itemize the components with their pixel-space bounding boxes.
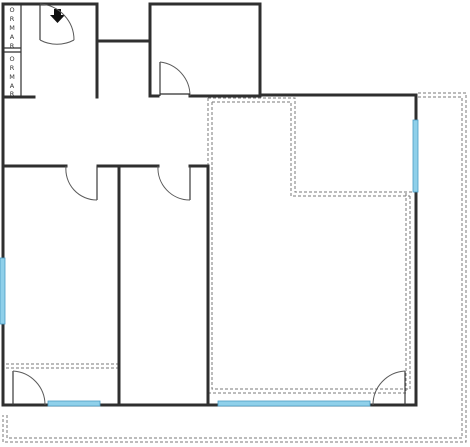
wardrobe-label-2: O R M A R — [9, 55, 15, 98]
living-area-dashed-zone — [207, 97, 416, 394]
window-bottom-living — [217, 400, 371, 407]
window-living-right — [412, 119, 419, 193]
wardrobe-letter: M — [9, 73, 15, 81]
bedroom-2-door[interactable] — [157, 165, 191, 201]
wardrobe-letter: O — [9, 6, 14, 14]
wardrobe-letter: M — [9, 24, 15, 32]
wardrobe-letter: R — [10, 42, 15, 50]
bathroom-door[interactable] — [159, 61, 191, 97]
balcony-door-right[interactable] — [372, 370, 406, 406]
entrance-door[interactable] — [39, 3, 75, 45]
wardrobe-letter: O — [9, 55, 14, 63]
wardrobe-letter: R — [10, 90, 15, 98]
bedroom-dashed-zone — [6, 363, 120, 369]
balcony-door-left[interactable] — [12, 370, 46, 406]
walls — [1, 2, 418, 407]
window-bottom-left — [47, 400, 101, 407]
wardrobe-letter: A — [10, 82, 15, 90]
window-bedroom-left — [0, 257, 6, 325]
wardrobe-label-1: O R M A R — [9, 6, 15, 50]
down-arrow-icon — [50, 9, 65, 23]
wardrobe-letter: R — [10, 64, 15, 72]
perimeter-dashed-outline — [2, 92, 467, 443]
wardrobe-letter: A — [10, 33, 15, 41]
bedroom-1-door[interactable] — [65, 165, 98, 201]
wardrobe-letter: R — [10, 15, 15, 23]
